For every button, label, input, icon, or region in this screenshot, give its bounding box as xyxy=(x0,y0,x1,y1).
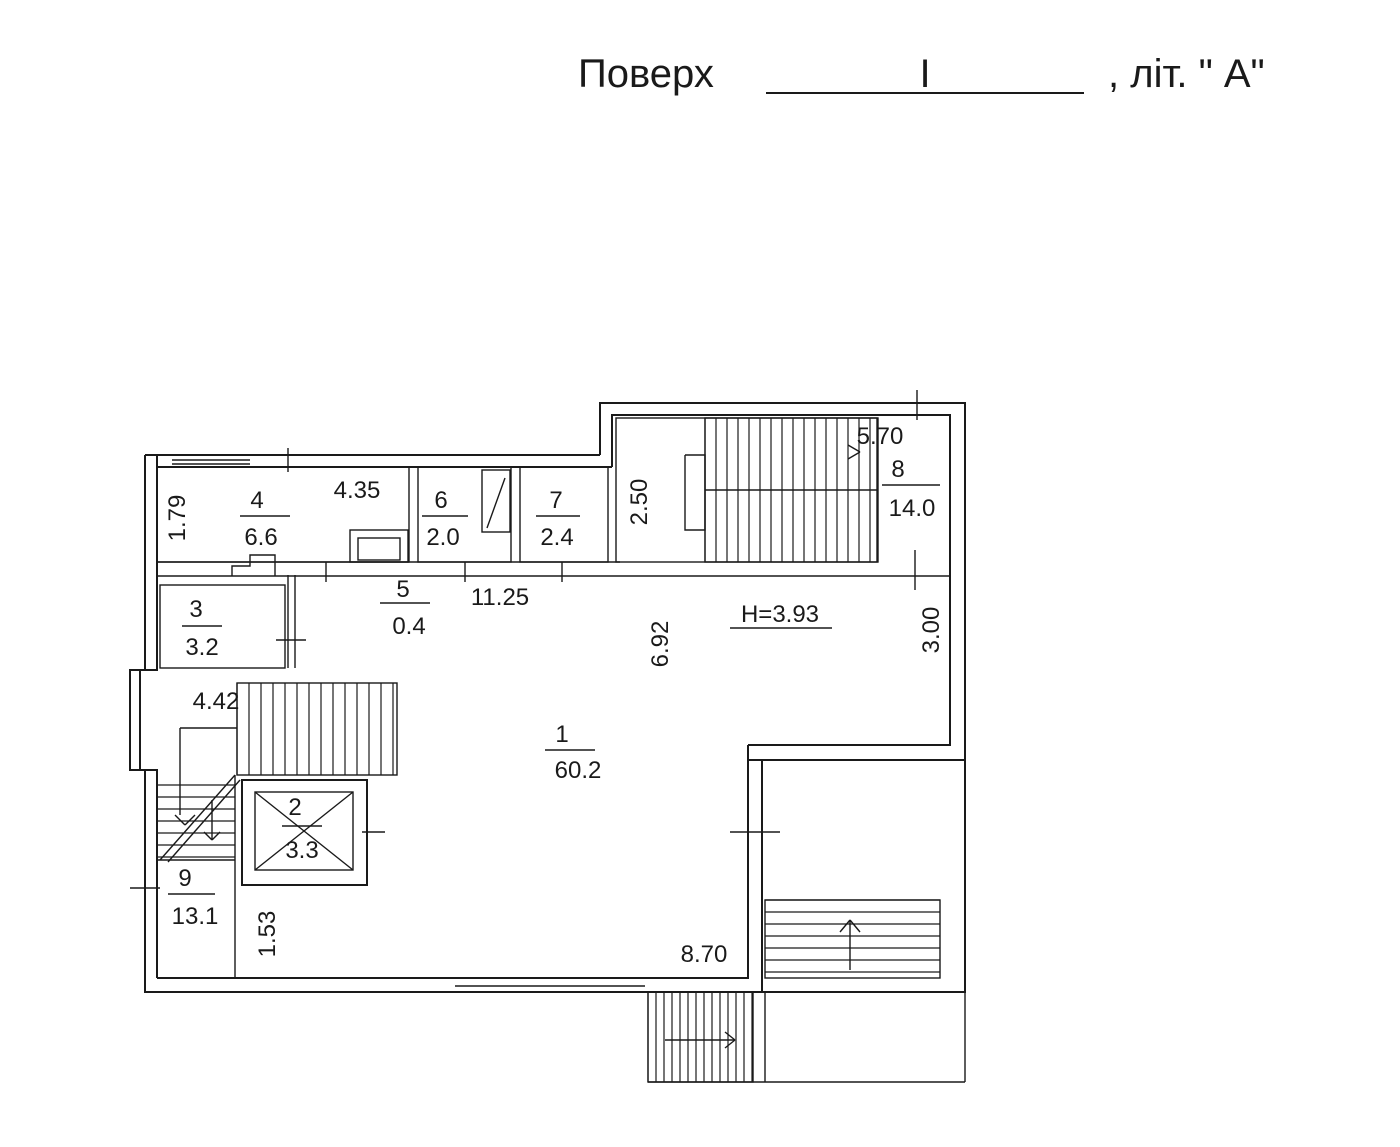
dimension-11-25: 11.25 xyxy=(471,584,529,611)
room-3-number: 3 xyxy=(189,596,202,623)
dimension-5-70: 5.70 xyxy=(857,423,904,450)
ceiling-height: H=3.93 xyxy=(741,601,819,628)
room-4-number: 4 xyxy=(250,487,263,514)
plan-header: Поверх I , літ. " А" xyxy=(578,46,1338,106)
room-9-number: 9 xyxy=(178,865,191,892)
room-5-number: 5 xyxy=(396,576,409,603)
room-8-area: 14.0 xyxy=(889,495,936,522)
letter-suffix: , літ. " А" xyxy=(1108,52,1265,96)
dimension-4-35: 4.35 xyxy=(334,477,381,504)
stairs-bottom xyxy=(765,899,940,973)
room-labels: 1 60.2 2 3.3 3 3.2 4 6.6 5 0.4 6 2.0 7 2… xyxy=(168,456,940,930)
stairs-upper-right xyxy=(704,418,871,562)
dimension-2-50: 2.50 xyxy=(626,479,653,526)
room-7-number: 7 xyxy=(549,487,562,514)
room-6-area: 2.0 xyxy=(426,524,459,551)
outer-walls xyxy=(129,390,966,993)
room-2-area: 3.3 xyxy=(285,837,318,864)
floor-word: Поверх xyxy=(578,52,714,96)
room-8-number: 8 xyxy=(891,456,904,483)
room-3-area: 3.2 xyxy=(185,634,218,661)
room-9-area: 13.1 xyxy=(172,903,219,930)
dimension-labels: 4.35 1.79 11.25 2.50 5.70 6.92 3.00 4.42… xyxy=(164,423,945,968)
room-6-number: 6 xyxy=(434,487,447,514)
room-5-area: 0.4 xyxy=(392,613,425,640)
dimension-3-00: 3.00 xyxy=(918,607,945,654)
room-4-area: 6.6 xyxy=(244,524,277,551)
floor-number: I xyxy=(766,46,1084,96)
stairs-entry xyxy=(647,992,753,1082)
room-7-area: 2.4 xyxy=(540,524,573,551)
room-1-number: 1 xyxy=(555,721,568,748)
room-2-number: 2 xyxy=(288,794,301,821)
dimension-8-70: 8.70 xyxy=(681,941,728,968)
dimension-4-42: 4.42 xyxy=(193,688,240,715)
dimension-1-53: 1.53 xyxy=(254,911,281,958)
stairs xyxy=(157,417,966,1083)
dimension-1-79: 1.79 xyxy=(164,495,191,542)
room-1-area: 60.2 xyxy=(555,757,602,784)
dimension-6-92: 6.92 xyxy=(647,621,674,668)
